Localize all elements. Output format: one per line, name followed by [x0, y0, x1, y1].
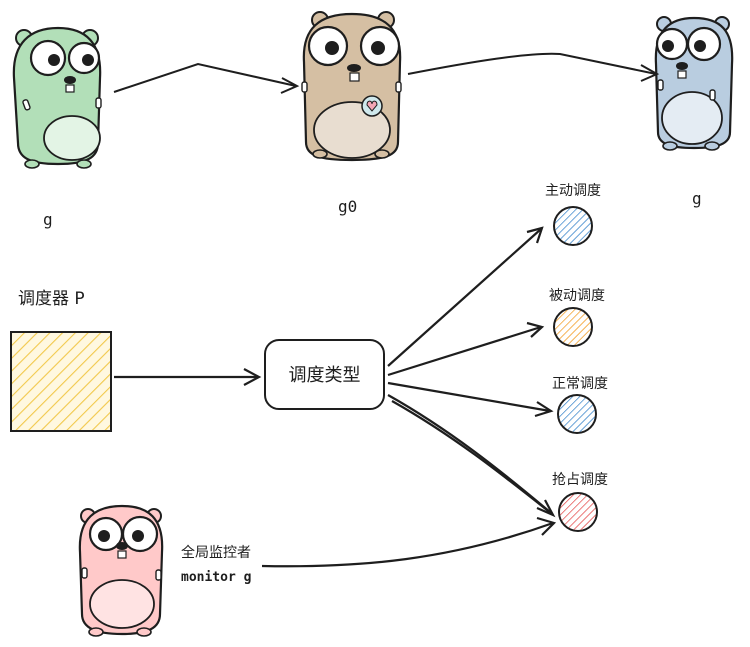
arrow-g-to-g0: [113, 62, 300, 94]
processor-box: [10, 331, 112, 432]
monitor-label-line1: 全局监控者: [181, 544, 251, 561]
monitor-label-line2: monitor g: [181, 570, 251, 585]
schedule-normal-circle: [557, 394, 597, 434]
gopher-right-icon: [654, 16, 734, 151]
processor-label: 调度器 P: [18, 289, 85, 309]
gopher-monitor-icon: [78, 504, 164, 637]
arrow-g0-to-g: [407, 52, 660, 82]
gopher-left-icon: [12, 26, 102, 169]
schedule-preempt-label: 抢占调度: [552, 471, 608, 488]
schedule-normal-label: 正常调度: [552, 376, 608, 392]
schedule-active: 主动调度: [545, 183, 601, 246]
arrow-to-active: [387, 226, 544, 367]
gopher-right-label: g: [692, 189, 702, 208]
gopher-left-label: g: [43, 210, 53, 229]
arrow-processor-to-dispatcher: [114, 368, 262, 386]
schedule-preempt: 抢占调度: [552, 471, 608, 532]
gopher-middle-label: g0: [338, 197, 357, 216]
schedule-active-label: 主动调度: [545, 183, 601, 199]
arrow-monitor-to-preempt: [261, 516, 557, 568]
schedule-preempt-circle: [558, 492, 598, 532]
schedule-passive-circle: [553, 307, 593, 347]
arrow-to-preempt: [387, 394, 556, 518]
dispatcher-box: [264, 339, 385, 410]
gopher-middle-icon: [301, 11, 402, 162]
arrow-to-normal: [387, 381, 554, 418]
dispatcher-label: 调度类型: [289, 365, 361, 386]
schedule-passive-label: 被动调度: [549, 288, 605, 304]
schedule-active-circle: [553, 206, 593, 246]
schedule-passive: 被动调度: [549, 288, 605, 347]
arrow-to-passive: [387, 321, 545, 377]
schedule-normal: 正常调度: [552, 376, 608, 434]
